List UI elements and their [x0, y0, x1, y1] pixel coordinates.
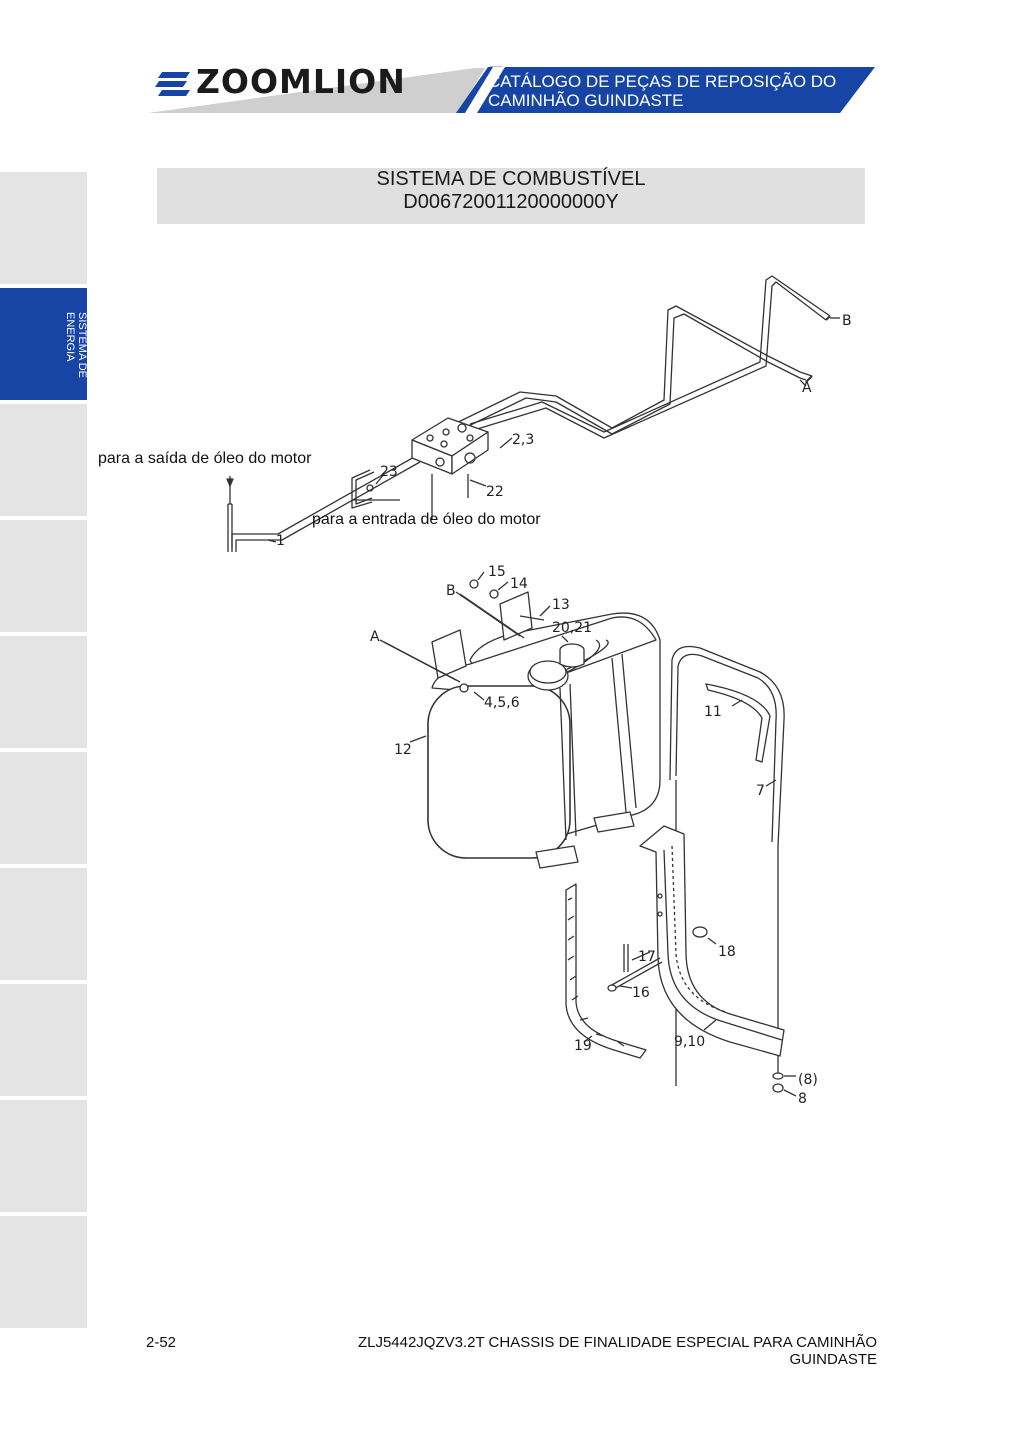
- callout-22: 22: [486, 484, 504, 500]
- callout-A-top: A: [802, 380, 812, 396]
- callout-2-3: 2,3: [512, 432, 534, 448]
- callout-B-tank: B: [446, 583, 456, 599]
- callout-7: 7: [756, 783, 765, 799]
- catalog-title: CATÁLOGO DE PEÇAS DE REPOSIÇÃO DO CAMINH…: [488, 72, 837, 110]
- callout-15: 15: [488, 564, 506, 580]
- zoomlion-stripes-icon: [155, 72, 190, 96]
- callout-23: 23: [380, 464, 398, 480]
- callout-20-21: 20,21: [552, 620, 592, 636]
- section-code: D00672001120000000Y: [403, 191, 619, 213]
- callout-8: 8: [798, 1091, 807, 1107]
- callout-14: 14: [510, 576, 528, 592]
- section-tab-7[interactable]: [0, 868, 87, 982]
- rubber-strip: [565, 883, 647, 1059]
- nuts: [772, 1072, 797, 1097]
- header-banner: [148, 66, 875, 113]
- header-white-slash: [465, 67, 505, 113]
- section-title: SISTEMA DE COMBUSTÍVEL: [376, 168, 646, 190]
- callout-19: 19: [574, 1038, 592, 1054]
- footer-document-title: ZLJ5442JQZV3.2T CHASSIS DE FINALIDADE ES…: [357, 1334, 877, 1368]
- callout-12: 12: [394, 742, 412, 758]
- page-number: 2-52: [146, 1334, 177, 1351]
- annotation-engine-oil-outlet: para a saída de óleo do motor: [98, 450, 312, 467]
- section-tab-5[interactable]: [0, 636, 87, 750]
- callout-11: 11: [704, 704, 722, 720]
- callout-A-tank: A: [370, 629, 380, 645]
- callout-16: 16: [632, 985, 650, 1001]
- header-gray-stripe: [148, 68, 485, 113]
- section-tab-energia[interactable]: SISTEMA DE ENERGIA: [0, 288, 88, 402]
- section-tab-label: SISTEMA DE ENERGIA: [64, 312, 88, 379]
- header-blue-banner: [456, 67, 875, 113]
- tank-bracket: [607, 825, 785, 1057]
- callout-13: 13: [552, 597, 570, 613]
- section-tabs: SISTEMA DE ENERGIA: [0, 172, 88, 1330]
- section-tab-1[interactable]: [0, 172, 87, 286]
- brand-name: ZOOMLION: [196, 62, 406, 101]
- annotation-engine-oil-inlet: para a entrada de óleo do motor: [312, 511, 541, 528]
- callout-8-paren: (8): [798, 1072, 818, 1088]
- section-title-box: SISTEMA DE COMBUSTÍVEL D0067200112000000…: [157, 168, 865, 224]
- callout-4-5-6: 4,5,6: [484, 695, 520, 711]
- callout-9-10: 9,10: [674, 1034, 705, 1050]
- fuel-pipes: [226, 275, 840, 552]
- callout-17: 17: [638, 949, 656, 965]
- section-tab-8[interactable]: [0, 984, 87, 1098]
- callout-18: 18: [718, 944, 736, 960]
- callouts: 1 2,3 22 23 A B 15 14 13 20,21 B A 4,5,6…: [276, 313, 852, 1107]
- section-tab-9[interactable]: [0, 1100, 87, 1214]
- callout-B-top: B: [842, 313, 852, 329]
- callout-1: 1: [276, 533, 285, 549]
- section-tab-10[interactable]: [0, 1216, 87, 1330]
- section-tab-4[interactable]: [0, 520, 87, 634]
- fuel-tank: [379, 571, 661, 869]
- section-tab-3[interactable]: [0, 404, 87, 518]
- section-tab-6[interactable]: [0, 752, 87, 866]
